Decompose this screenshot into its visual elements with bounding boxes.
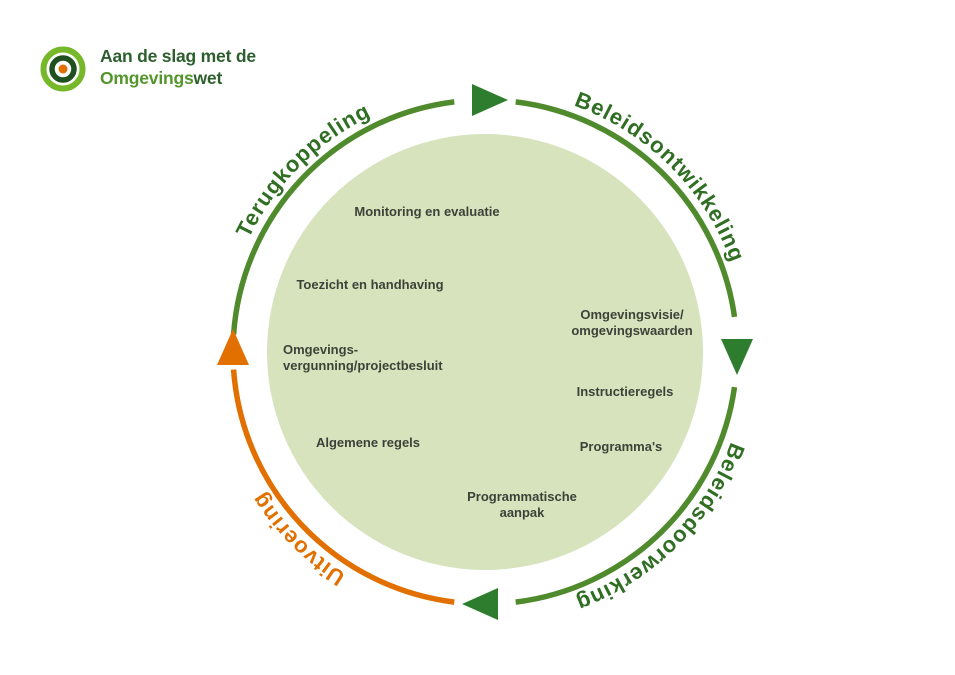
logo-line2-regular: Omgevings [100, 68, 194, 89]
cycle-item-monitoring-en-evaluatie: Monitoring en evaluatie [354, 204, 500, 220]
phase-arc-beleidsdoorwerking [515, 386, 738, 605]
cycle-item-omgevingsvisie-omgevingswaarden: Omgevingsvisie/ omgevingswaarden [571, 307, 693, 338]
logo-text: Aan de slag met de Omgevingswet [100, 44, 256, 90]
logo-center-dot [58, 64, 68, 74]
phase-arc-beleidsontwikkeling [515, 99, 738, 318]
logo: Aan de slag met de Omgevingswet [38, 44, 256, 94]
arrowhead-bottom-icon [462, 588, 498, 620]
logo-outer-ring [40, 46, 86, 92]
cycle-item-instructieregels: Instructieregels [576, 384, 674, 400]
cycle-item-algemene-regels: Algemene regels [315, 435, 421, 451]
cycle-item-programmatische-aanpak: Programmatische aanpak [467, 489, 577, 520]
arrowhead-right-icon [721, 339, 753, 375]
logo-inner-ring [49, 55, 77, 83]
arrowhead-top-icon [472, 84, 508, 116]
cycle-inner-circle [267, 134, 703, 570]
phase-arc-uitvoering [230, 369, 455, 605]
phase-arc-terugkoppeling [230, 99, 455, 335]
logo-line2: Omgevingswet [100, 67, 256, 89]
arrowhead-left-icon [217, 329, 249, 365]
logo-line2-bold: wet [193, 68, 223, 89]
logo-mark-icon [40, 46, 86, 92]
cycle-item-toezicht-en-handhaving: Toezicht en handhaving [296, 277, 444, 293]
cycle-item-omgevingsvergunning-projectbesluit: Omgevings- vergunning/projectbesluit [283, 342, 443, 373]
cycle-item-programmas: Programma's [579, 439, 663, 455]
logo-line1: Aan de slag met de [100, 46, 256, 66]
